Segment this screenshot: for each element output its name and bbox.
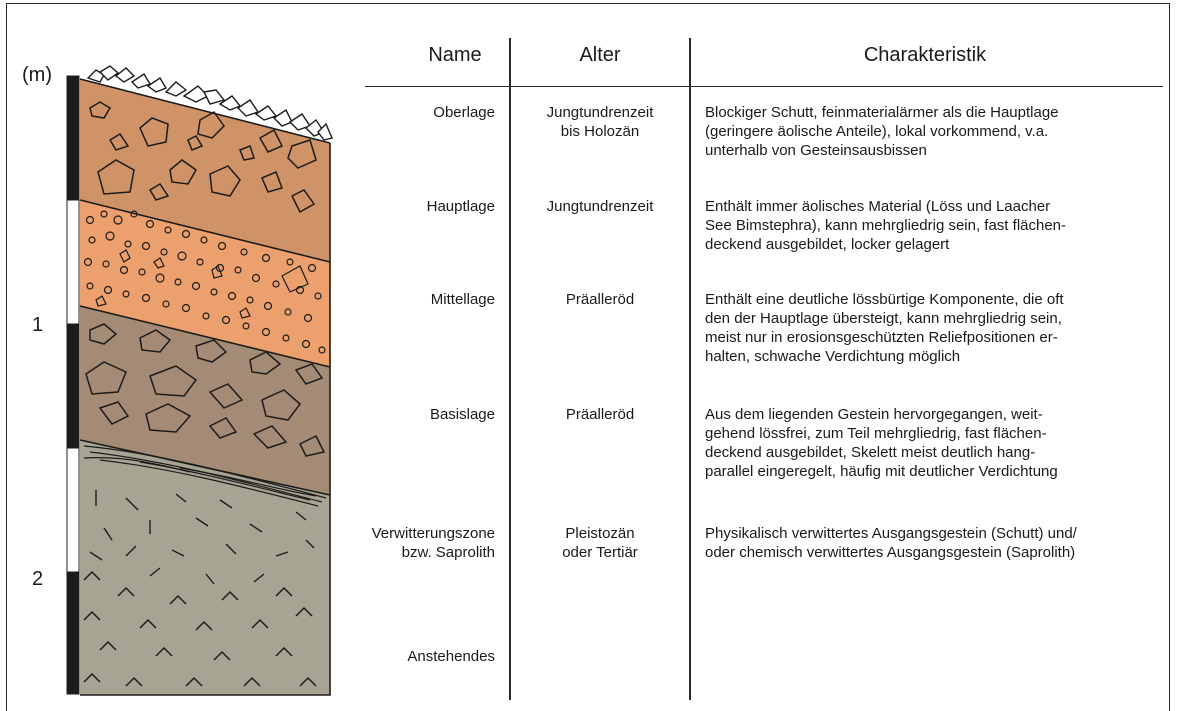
header-name: Name bbox=[400, 44, 510, 67]
soil-profile-diagram bbox=[0, 0, 360, 711]
row-oberlage-name: Oberlage bbox=[330, 103, 495, 122]
header-rule bbox=[365, 86, 1163, 87]
row-mittellage-alter: Präalleröd bbox=[510, 290, 690, 309]
row-hauptlage-char: Enthält immer äolisches Material (Löss u… bbox=[705, 197, 1165, 254]
header-alter: Alter bbox=[510, 44, 690, 67]
row-basislage-name: Basislage bbox=[330, 405, 495, 424]
depth-scale-bar bbox=[67, 76, 79, 694]
row-mittellage-name: Mittellage bbox=[330, 290, 495, 309]
row-anstehendes-name: Anstehendes bbox=[330, 647, 495, 666]
row-oberlage-char: Blockiger Schutt, feinmaterialärmer als … bbox=[705, 103, 1165, 160]
scale-tick-2-label: 2 bbox=[32, 568, 43, 591]
row-basislage-char: Aus dem liegenden Gestein hervorgegangen… bbox=[705, 405, 1165, 481]
row-verwitterungszone-char: Physikalisch verwittertes Ausgangsgestei… bbox=[705, 524, 1165, 562]
row-oberlage-alter: Jungtundrenzeit bis Holozän bbox=[510, 103, 690, 141]
row-verwitterungszone-alter: Pleistozän oder Tertiär bbox=[510, 524, 690, 562]
scale-unit-label: (m) bbox=[22, 64, 52, 87]
row-mittellage-char: Enthält eine deutliche lössbürtige Kompo… bbox=[705, 290, 1165, 366]
scale-tick-1-label: 1 bbox=[32, 314, 43, 337]
row-verwitterungszone-name: Verwitterungszone bzw. Saprolith bbox=[330, 524, 495, 562]
row-hauptlage-alter: Jungtundrenzeit bbox=[510, 197, 690, 216]
header-charakteristik: Charakteristik bbox=[690, 44, 1160, 67]
row-hauptlage-name: Hauptlage bbox=[330, 197, 495, 216]
row-basislage-alter: Präalleröd bbox=[510, 405, 690, 424]
